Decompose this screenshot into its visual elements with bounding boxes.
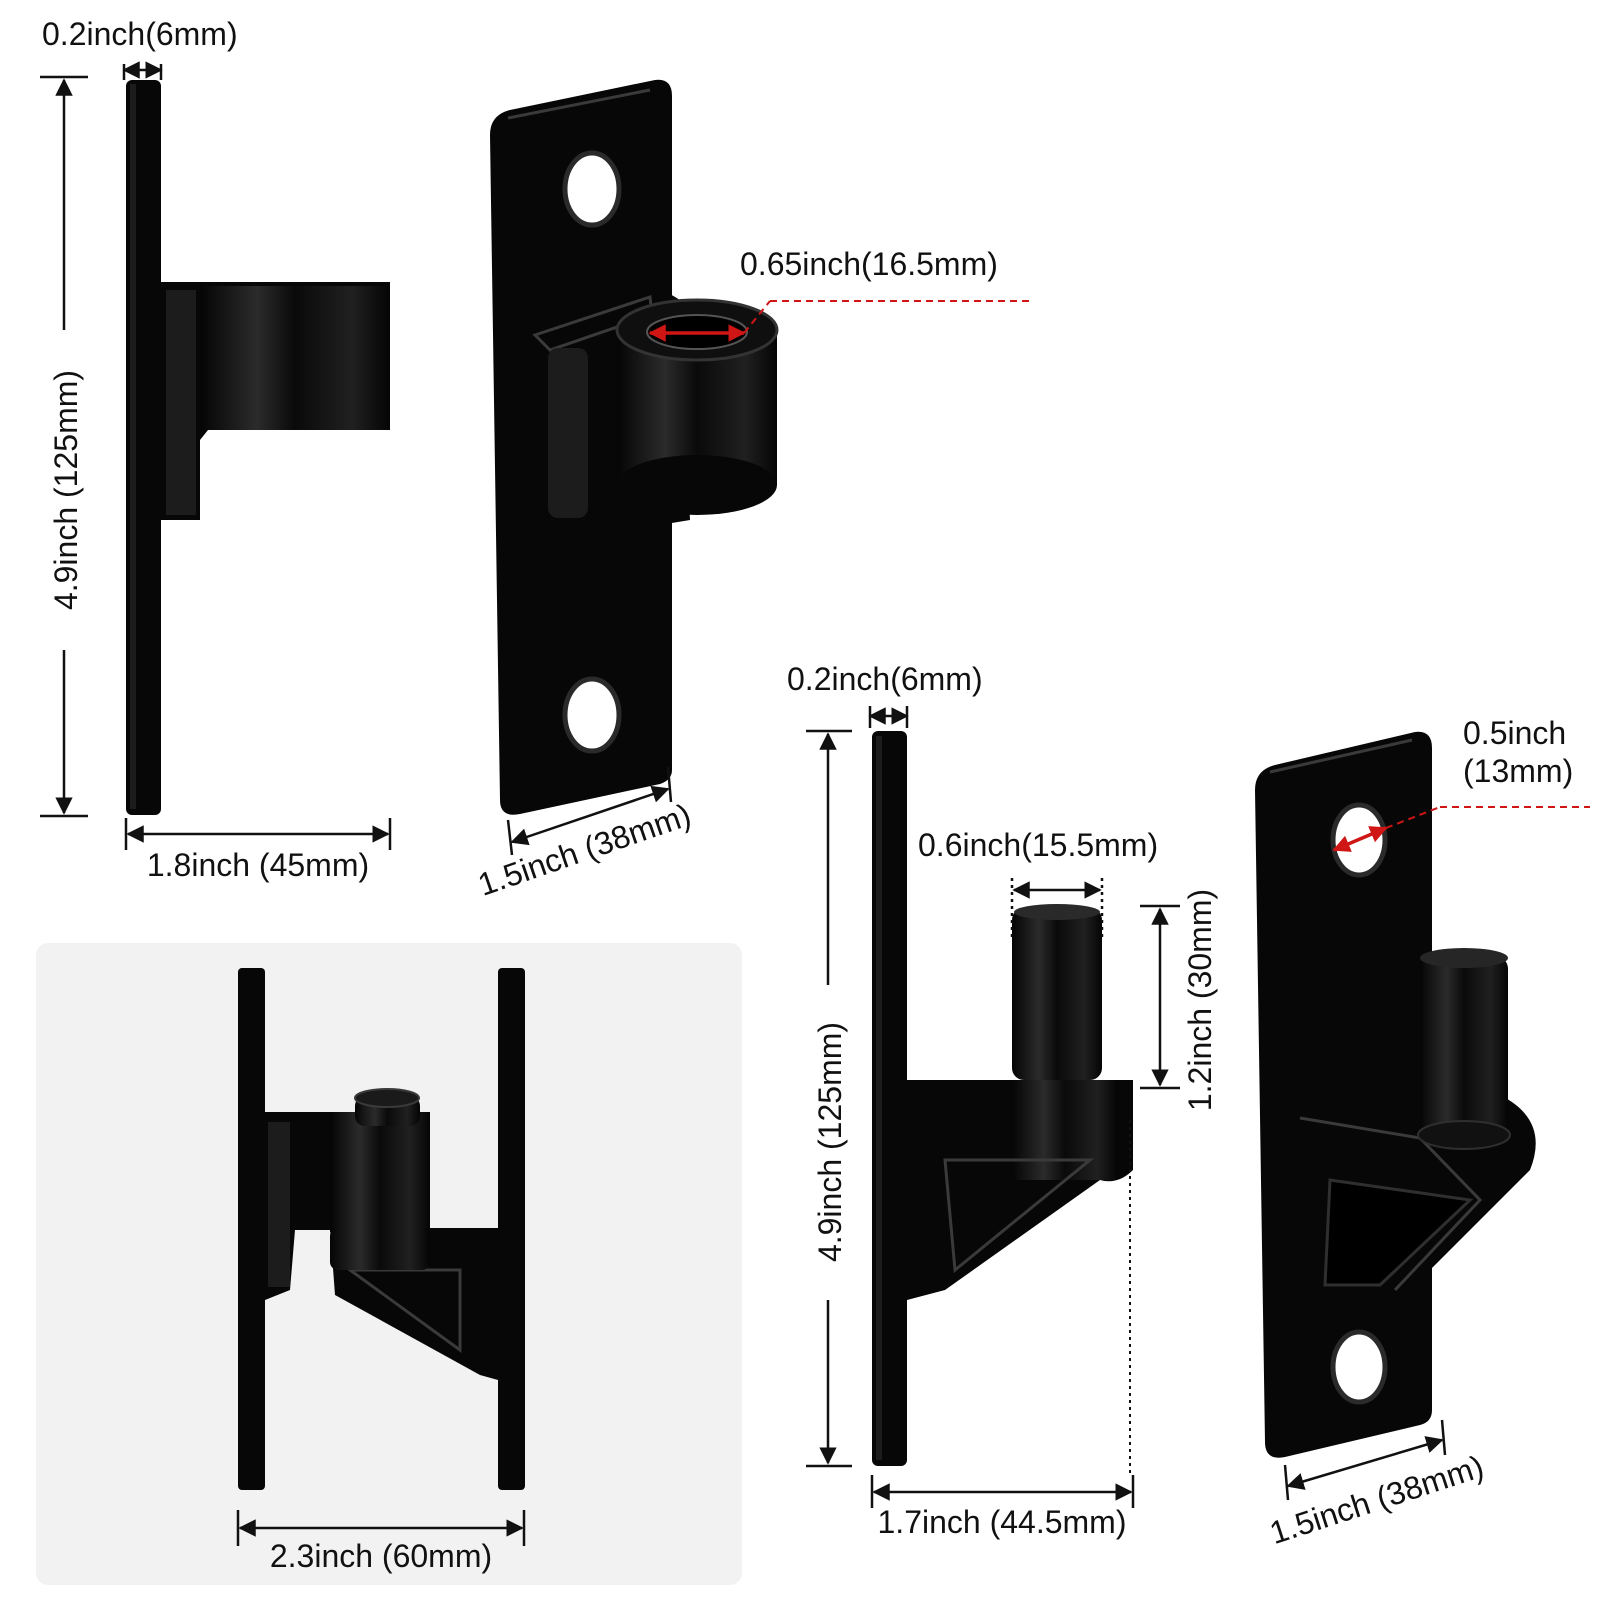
screw-hole-dimension: 0.5inch (13mm) [1332,715,1590,852]
hole-diameter-label-top: 0.65inch(16.5mm) [740,246,998,282]
pin-bracket-perspective [1255,731,1536,1458]
pin-height-dimension: 1.2inch (30mm) [1140,889,1218,1111]
socket-bracket-side-view [126,80,390,815]
pin-diameter-dimension: 0.6inch(15.5mm) [918,827,1158,938]
pin-height-label: 1.2inch (30mm) [1182,889,1218,1111]
thickness-label-top: 0.2inch(6mm) [42,16,238,52]
height-dimension-bottom: 4.9inch (125mm) [806,729,852,1468]
screw-hole-label-line1: 0.5inch [1463,715,1566,751]
thickness-dimension-bottom: 0.2inch(6mm) [787,661,983,728]
hole-diameter-dimension-top: 0.65inch(16.5mm) [648,246,1030,342]
height-dimension-top: 4.9inch (125mm) [40,75,88,818]
thickness-dimension-top: 0.2inch(6mm) [42,16,238,80]
pin-bracket-side-view [872,731,1133,1475]
assembled-width-dimension: 2.3inch (60mm) [236,1510,526,1574]
thickness-label-bottom: 0.2inch(6mm) [787,661,983,697]
depth-dimension-bottom: 1.7inch (44.5mm) [870,1475,1135,1540]
socket-bracket-perspective [490,79,779,815]
height-label-bottom: 4.9inch (125mm) [812,1022,848,1262]
assembled-hinge-view [238,968,525,1490]
height-label-top: 4.9inch (125mm) [48,370,84,610]
screw-hole-label-line2: (13mm) [1463,753,1573,789]
depth-dimension-top: 1.8inch (45mm) [124,818,392,883]
assembled-width-label: 2.3inch (60mm) [270,1538,492,1574]
pin-diameter-label: 0.6inch(15.5mm) [918,827,1158,863]
depth-label-bottom: 1.7inch (44.5mm) [878,1504,1127,1540]
plate-width-label-bottom: 1.5inch (38mm) [1265,1448,1488,1551]
depth-label-top: 1.8inch (45mm) [147,847,369,883]
